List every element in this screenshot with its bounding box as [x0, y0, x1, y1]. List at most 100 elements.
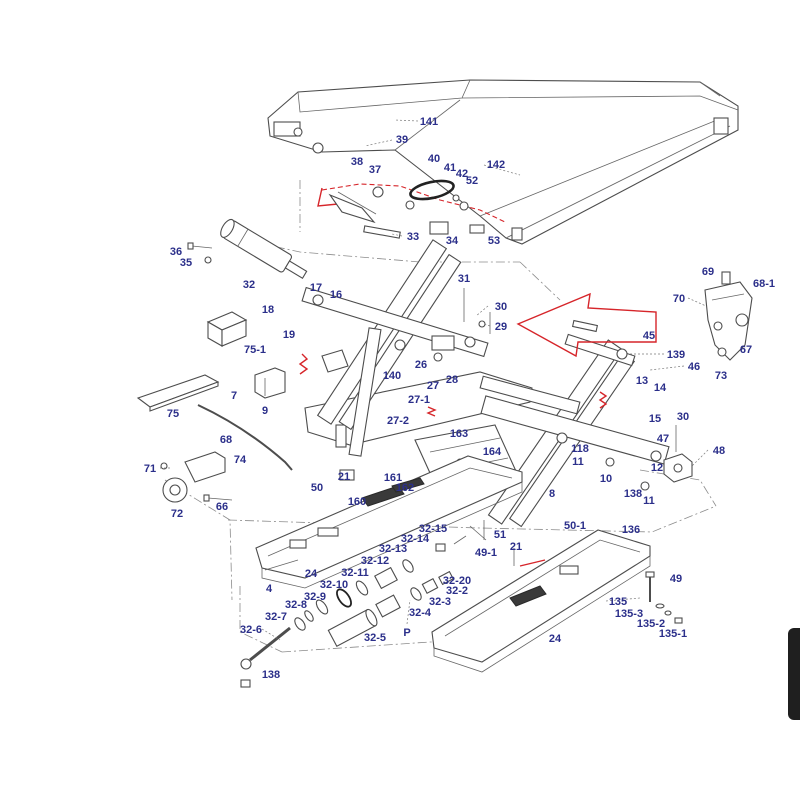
callout-32-3: 32-3 — [429, 596, 451, 608]
callout-49-1: 49-1 — [475, 547, 497, 559]
callout-36: 36 — [170, 246, 182, 258]
callout-16: 16 — [330, 289, 342, 301]
callout-34: 34 — [446, 235, 459, 247]
part-callouts: 141 39 38 37 40 41 42 52 142 33 34 53 36… — [144, 116, 775, 681]
callout-160: 160 — [348, 496, 366, 508]
callout-164: 164 — [483, 446, 502, 458]
callout-32-4: 32-4 — [409, 607, 432, 619]
callout-135-1: 135-1 — [659, 628, 687, 640]
callout-39: 39 — [396, 134, 408, 146]
callout-11-a: 11 — [572, 456, 584, 468]
left-base-rail — [255, 455, 523, 589]
callout-162: 162 — [396, 482, 414, 494]
callout-19: 19 — [283, 329, 295, 341]
callout-32-5: 32-5 — [364, 632, 386, 644]
callout-140: 140 — [383, 370, 401, 382]
callout-28: 28 — [446, 374, 458, 386]
callout-53: 53 — [488, 235, 500, 247]
right-base-rail — [431, 529, 651, 673]
callout-15: 15 — [649, 413, 661, 425]
callout-161: 161 — [384, 472, 402, 484]
callout-27-2: 27-2 — [387, 415, 409, 427]
callout-72: 72 — [171, 508, 183, 520]
callout-10: 10 — [600, 473, 612, 485]
left-scissor-assembly — [298, 239, 533, 457]
callout-32-12: 32-12 — [361, 555, 389, 567]
hydraulic-cylinder — [187, 218, 308, 279]
right-bolts — [645, 571, 683, 624]
edge-overlay-bar — [788, 628, 800, 720]
callout-26: 26 — [415, 359, 427, 371]
right-bracket-assembly — [704, 271, 753, 361]
callout-21-a: 21 — [338, 471, 350, 483]
callout-29: 29 — [495, 321, 507, 333]
callout-136: 136 — [622, 524, 640, 536]
callout-135-2: 135-2 — [637, 618, 665, 630]
callout-138-b: 138 — [262, 669, 280, 681]
callout-12: 12 — [651, 462, 663, 474]
callout-9: 9 — [262, 405, 268, 417]
callout-52: 52 — [466, 175, 478, 187]
callout-48: 48 — [713, 445, 725, 457]
callout-66: 66 — [216, 501, 228, 513]
callout-50-1: 50-1 — [564, 520, 586, 532]
callout-74: 74 — [234, 454, 247, 466]
callout-49: 49 — [670, 573, 682, 585]
callout-142: 142 — [487, 159, 505, 171]
callout-32-14: 32-14 — [401, 533, 430, 545]
callout-30-b: 30 — [677, 411, 689, 423]
callout-41: 41 — [444, 162, 456, 174]
callout-11-b: 11 — [643, 495, 655, 507]
callout-35: 35 — [180, 257, 192, 269]
callout-141: 141 — [420, 116, 438, 128]
callout-32-11: 32-11 — [341, 567, 369, 579]
callout-42: 42 — [456, 168, 468, 180]
callout-4: 4 — [266, 583, 273, 595]
callout-27: 27 — [427, 380, 439, 392]
highlight-arrow — [516, 292, 657, 358]
callout-32-8: 32-8 — [285, 599, 307, 611]
callout-75: 75 — [167, 408, 179, 420]
callout-75-1: 75-1 — [244, 344, 266, 356]
callout-31: 31 — [458, 273, 470, 285]
callout-24-a: 24 — [305, 568, 318, 580]
callout-32-20: 32-20 — [443, 575, 471, 587]
callout-67: 67 — [740, 344, 752, 356]
callout-40: 40 — [428, 153, 440, 165]
callout-24-b: 24 — [549, 633, 562, 645]
callout-32-10: 32-10 — [320, 579, 348, 591]
power-unit-parts — [240, 520, 487, 688]
callout-7: 7 — [231, 390, 237, 402]
callout-32-15: 32-15 — [419, 523, 447, 535]
callout-21-b: 21 — [510, 541, 522, 553]
callout-135-3: 135-3 — [615, 608, 643, 620]
callout-8: 8 — [549, 488, 555, 500]
callout-30-a: 30 — [495, 301, 507, 313]
callout-33: 33 — [407, 231, 419, 243]
callout-13: 13 — [636, 375, 648, 387]
top-linkage — [317, 179, 506, 239]
pivot-block — [663, 453, 693, 483]
callout-14: 14 — [654, 382, 667, 394]
callout-32-7: 32-7 — [265, 611, 287, 623]
callout-27-1: 27-1 — [408, 394, 430, 406]
callout-38: 38 — [351, 156, 363, 168]
left-loose-parts — [136, 311, 293, 503]
leader-lines — [160, 119, 709, 641]
callout-73: 73 — [715, 370, 727, 382]
callout-69: 69 — [702, 266, 714, 278]
callout-138-a: 138 — [624, 488, 642, 500]
callout-68: 68 — [220, 434, 232, 446]
callout-70: 70 — [673, 293, 685, 305]
top-platform — [267, 79, 739, 245]
callout-51: 51 — [494, 529, 506, 541]
callout-139: 139 — [667, 349, 685, 361]
callout-32-6: 32-6 — [240, 624, 262, 636]
callout-p: P — [403, 627, 410, 639]
callout-47: 47 — [657, 433, 669, 445]
callout-45: 45 — [643, 330, 655, 342]
callout-37: 37 — [369, 164, 381, 176]
callout-118: 118 — [571, 443, 589, 455]
callout-18: 18 — [262, 304, 274, 316]
callout-17: 17 — [310, 282, 322, 294]
